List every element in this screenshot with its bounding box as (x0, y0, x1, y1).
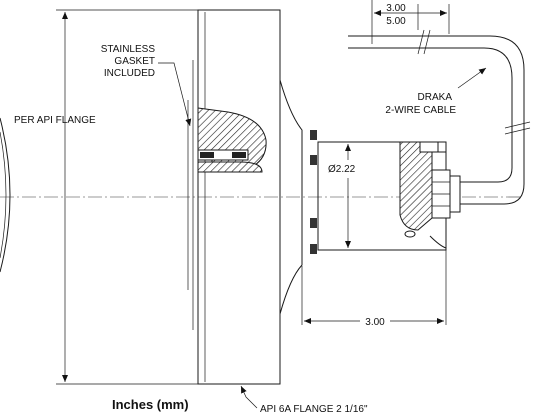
gasket-cutaway (197, 107, 267, 173)
body-length-label: 3.00 (365, 317, 385, 328)
cable-dim-short: 3.00 (386, 3, 406, 14)
flange-height-dimension (56, 9, 198, 385)
flange-bolts (310, 130, 317, 254)
sensor-body (317, 141, 447, 251)
body-length-dimension (301, 250, 447, 325)
cable-dim-long: 5.00 (386, 16, 406, 27)
left-flange-arc (0, 117, 11, 273)
flange-label: PER API FLANGE (14, 115, 96, 126)
cable-gland (431, 169, 461, 219)
api-flange-label: API 6A FLANGE 2 1/16" (260, 404, 368, 415)
cable-dimensions (371, 0, 450, 44)
leader-lines (158, 62, 487, 409)
cable-label-line2: 2-WIRE CABLE (385, 105, 456, 116)
cable-label-line1: DRAKA (418, 92, 453, 103)
cable-path (348, 29, 531, 205)
diameter-dimension (318, 141, 360, 251)
gasket-label-line1: STAINLESS (101, 44, 156, 55)
units-label: Inches (mm) (112, 397, 189, 412)
gasket-label-line2: GASKET (114, 56, 155, 67)
flange-body (187, 9, 303, 385)
gasket-label-line3: INCLUDED (104, 68, 155, 79)
diameter-label: Ø2.22 (328, 164, 356, 175)
